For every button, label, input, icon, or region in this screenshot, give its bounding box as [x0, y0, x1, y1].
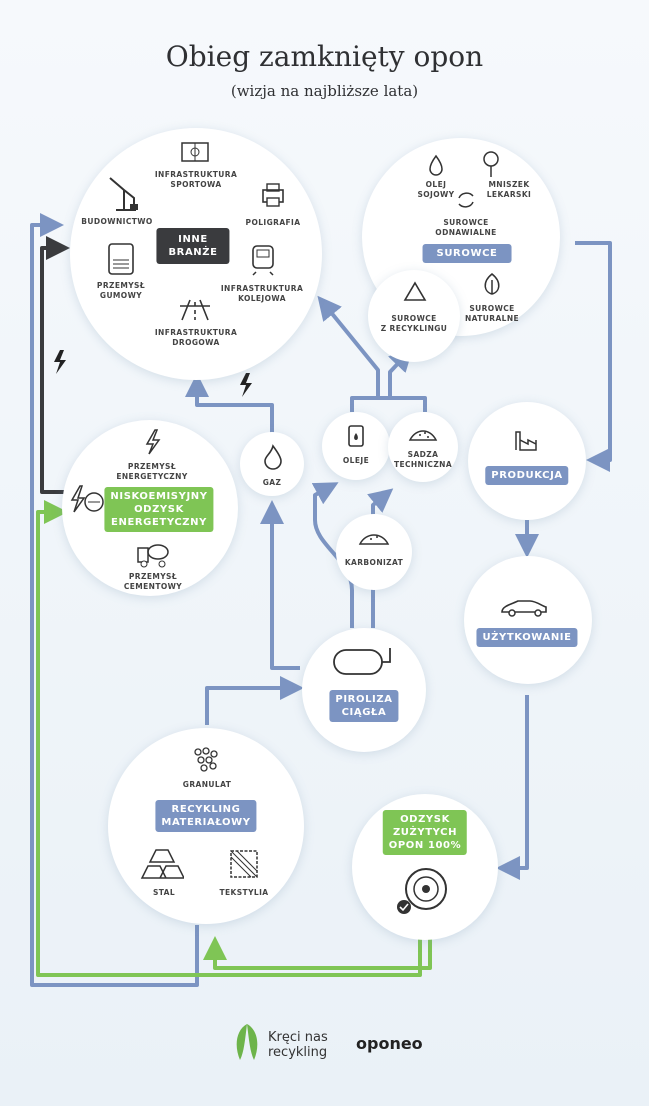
label-stal: STAL: [152, 888, 176, 897]
label-odzysk-energ: NISKOEMISYJNY ODZYSK ENERGETYCZNY: [104, 487, 214, 532]
label-odnawialne: SUROWCE ODNAWIALNE: [435, 218, 497, 237]
tire-icon: [405, 868, 447, 910]
printer-icon: [262, 183, 284, 207]
cement-mixer-icon: [137, 544, 169, 568]
barrel-icon: [348, 425, 364, 447]
arrow-recykling-inne-blue: [30, 213, 199, 987]
recycle-icon: [403, 281, 427, 301]
label-gumowy: PRZEMYSŁ GUMOWY: [96, 281, 146, 300]
road-icon: [180, 299, 210, 321]
label-odzysk-opon: ODZYSK ZUŻYTYCH OPON 100%: [382, 810, 468, 855]
label-tekstylia: TEKSTYLIA: [219, 888, 269, 897]
label-piroliza: PIROLIZA CIĄGŁA: [329, 690, 399, 722]
arrow-surowce-produkcja: [575, 241, 612, 472]
label-oleje: OLEJE: [342, 456, 370, 465]
car-icon: [501, 600, 547, 617]
kreci-nas-logo-icon: [236, 1024, 258, 1060]
label-sportowa: INFRASTRUKTURA SPORTOWA: [154, 170, 238, 189]
check-icon: [397, 900, 411, 914]
label-olej: OLEJ SOJOWY: [417, 180, 455, 199]
textile-icon: [230, 850, 258, 878]
arrow-odzysk-recykling-green: [203, 935, 432, 970]
label-inne-branze: INNE BRANŻE: [156, 228, 230, 264]
label-gaz: GAZ: [262, 478, 282, 487]
label-drogowa: INFRASTRUKTURA DROGOWA: [154, 328, 238, 347]
crane-icon: [109, 177, 138, 211]
label-cementowy: PRZEMYSŁ CEMENTOWY: [123, 572, 183, 591]
steel-bars-icon: [140, 849, 184, 879]
label-recykling-surowce: SUROWCE Z RECYKLINGU: [380, 314, 448, 333]
label-karbonizat: KARBONIZAT: [344, 558, 404, 567]
bolt-icon-2: [240, 373, 252, 397]
arrow-uzytkowanie-odzysk: [496, 695, 529, 880]
label-sadza: SADZA TECHNICZNA: [393, 450, 453, 469]
flame-icon: [264, 444, 282, 470]
label-energetyczny: PRZEMYSŁ ENERGETYCZNY: [116, 462, 188, 481]
soot-pile-icon: [408, 430, 438, 441]
node-sadza: [388, 412, 458, 482]
label-budownictwo: BUDOWNICTWO: [81, 217, 153, 226]
arrow-odzysk-energ-green: [36, 500, 422, 977]
label-poligrafia: POLIGRAFIA: [245, 218, 301, 227]
stadium-icon: [181, 142, 209, 162]
page-title: Obieg zamknięty opon: [165, 40, 484, 73]
arrow-energ-inne-dark: [40, 236, 70, 494]
arrow-gaz-inne: [185, 373, 274, 438]
label-naturalne: SUROWCE NATURALNE: [464, 304, 520, 323]
label-produkcja: PRODUKCJA: [485, 466, 569, 485]
node-produkcja: [468, 402, 586, 520]
arrow-recykling-piroliza: [205, 676, 304, 725]
char-pile-icon: [358, 534, 390, 545]
label-surowce: SUROWCE: [422, 244, 512, 263]
oil-drop-icon: [429, 154, 443, 176]
label-mniszek: MNISZEK LEKARSKI: [486, 180, 532, 199]
node-karbonizat: [336, 514, 412, 590]
page-subtitle: (wizja na najbliższe lata): [230, 82, 419, 100]
bolt-icon-1: [54, 350, 66, 374]
rubber-tire-icon: [108, 243, 134, 275]
label-uzytkowanie: UŻYTKOWANIE: [476, 628, 578, 647]
reactor-icon: [333, 648, 391, 675]
factory-icon: [515, 431, 537, 451]
leaf-icon: [484, 273, 500, 295]
dandelion-icon: [483, 151, 499, 177]
brand-oponeo: oponeo: [356, 1034, 423, 1053]
low-emission-icon: [70, 485, 104, 513]
arrow-oleje-rec: [378, 356, 427, 412]
node-gaz: [240, 432, 304, 496]
arrow-piroliza-oleje: [311, 482, 354, 628]
lightning-icon: [145, 429, 161, 455]
cycle-icon: [458, 192, 474, 208]
label-recykling-mat: RECYKLING MATERIAŁOWY: [155, 800, 257, 832]
node-uzytkowanie: [464, 556, 592, 684]
brand-kreci-nas: Kręci nas recykling: [268, 1030, 328, 1060]
arrow-piroliza-gaz: [260, 500, 300, 670]
granulate-icon: [194, 747, 218, 772]
label-kolejowa: INFRASTRUKTURA KOLEJOWA: [220, 284, 304, 303]
train-icon: [252, 245, 274, 276]
label-granulat: GRANULAT: [182, 780, 232, 789]
